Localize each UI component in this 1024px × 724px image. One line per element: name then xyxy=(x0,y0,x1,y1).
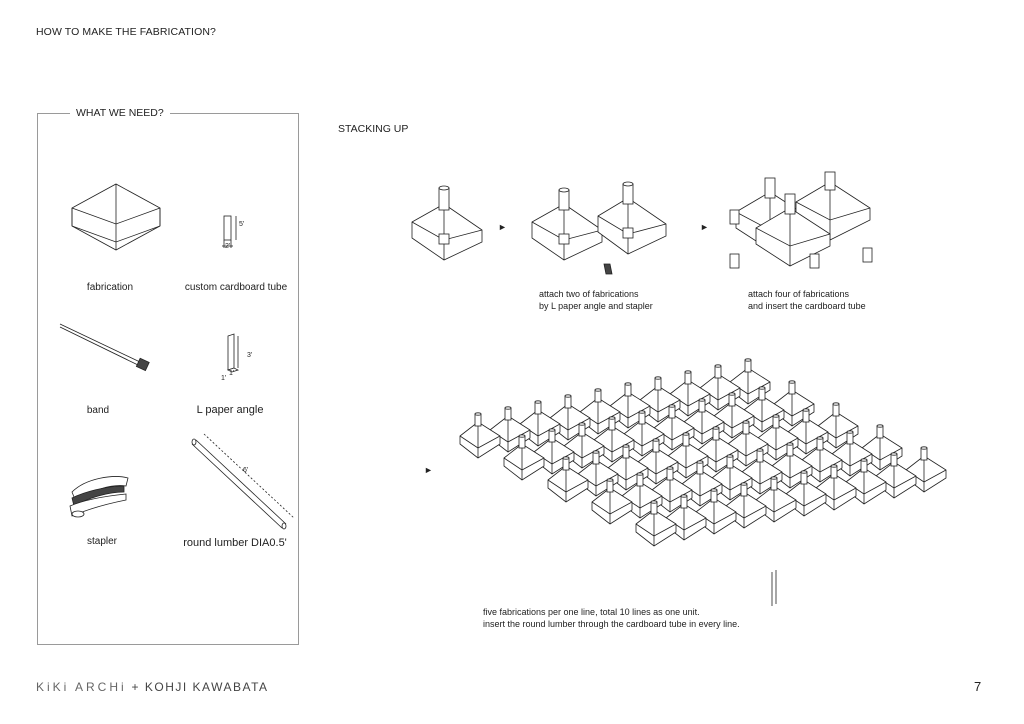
angle-dim-depth: 1' xyxy=(221,375,227,382)
brand-separator: + xyxy=(126,680,145,694)
step3-four-fabrications xyxy=(729,171,873,269)
step2-caption-line1: attach two of fabrications xyxy=(539,289,639,299)
angle-dim-height: 3' xyxy=(247,352,253,359)
page-number: 7 xyxy=(974,679,982,694)
step3-caption-line2: and insert the cardboard tube xyxy=(748,301,866,311)
brand-kiki-archi: KiKi ARCHi xyxy=(36,680,127,694)
page-title: HOW TO MAKE THE FABRICATION? xyxy=(36,26,216,38)
tube-dim-width: 2' xyxy=(225,243,231,250)
cardboard-tube-icon xyxy=(222,215,237,248)
l-angle-icon xyxy=(226,333,240,373)
step-arrow-1: ► xyxy=(498,222,507,232)
item-label-stapler: stapler xyxy=(86,536,117,547)
stapler-icon xyxy=(69,476,129,518)
fabrication-icon xyxy=(71,183,161,251)
step2-caption-line2: by L paper angle and stapler xyxy=(539,301,653,311)
item-label-fabrication: fabrication xyxy=(86,282,134,293)
item-label-cardboard-tube: custom cardboard tube xyxy=(184,282,288,293)
item-label-l-angle: L paper angle xyxy=(196,404,264,416)
item-label-round-lumber: round lumber DIA0.5' xyxy=(183,537,287,549)
lumber-dim-length: 6' xyxy=(243,467,249,474)
grid-caption-line1: five fabrications per one line, total 10… xyxy=(483,607,700,617)
footer-brand: KiKi ARCHi + KOHJI KAWABATA xyxy=(36,680,269,694)
materials-heading: WHAT WE NEED? xyxy=(70,107,170,119)
cable-tie-icon xyxy=(59,323,150,372)
step-arrow-2: ► xyxy=(700,222,709,232)
item-label-band: band xyxy=(86,405,110,416)
tube-dim-height: 5' xyxy=(239,221,245,228)
step-arrow-3: ► xyxy=(424,465,433,475)
brand-kohji-kawabata: KOHJI KAWABATA xyxy=(144,680,269,694)
angle-dim-width: 1' xyxy=(229,370,235,377)
grid-caption-line2: insert the round lumber through the card… xyxy=(483,619,740,629)
step1-single-fabrication xyxy=(411,185,483,261)
stacking-heading: STACKING UP xyxy=(338,123,409,135)
step2-two-fabrications xyxy=(531,181,667,275)
step3-caption-line1: attach four of fabrications xyxy=(748,289,850,299)
round-lumber-icon xyxy=(191,433,295,530)
grid-assembly xyxy=(459,358,947,606)
